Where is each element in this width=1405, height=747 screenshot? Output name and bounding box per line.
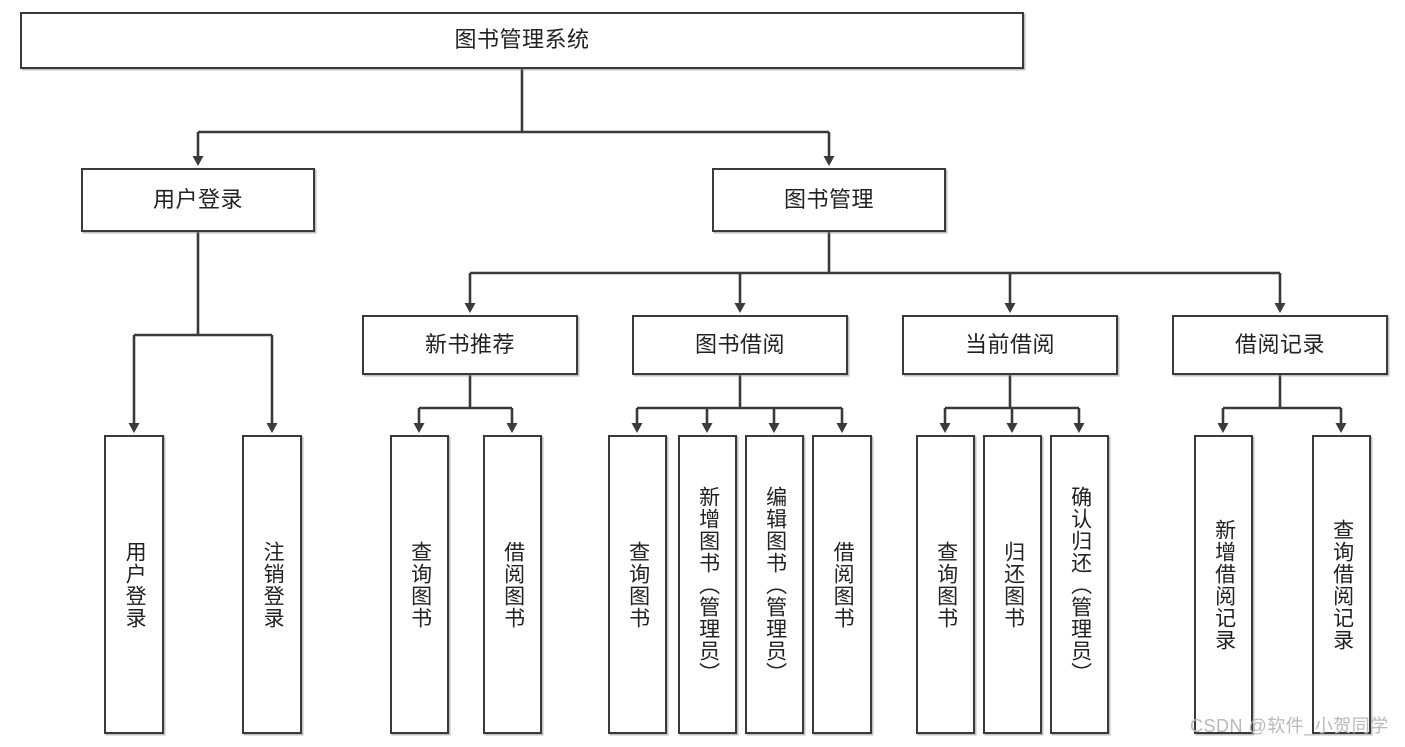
node-new-book-recommend[interactable]: 新书推荐	[362, 315, 578, 375]
node-leaf-query-borrow-record[interactable]: 查询借阅记录	[1312, 435, 1371, 734]
node-leaf-user-login[interactable]: 用户登录	[104, 435, 164, 734]
node-label: 新增图书（管理员）	[696, 485, 720, 684]
node-leaf-query-book-3[interactable]: 查询图书	[916, 435, 975, 734]
node-label: 图书管理	[783, 186, 874, 212]
node-label: 图书管理系统	[454, 27, 590, 53]
node-book-manage[interactable]: 图书管理	[712, 168, 946, 232]
node-label: 编辑图书（管理员）	[763, 485, 787, 684]
node-label: 查询图书	[626, 540, 650, 629]
node-leaf-return-book[interactable]: 归还图书	[983, 435, 1042, 734]
node-label: 图书借阅	[694, 331, 785, 357]
node-leaf-confirm-return-admin[interactable]: 确认归还（管理员）	[1050, 435, 1109, 734]
node-label: 新书推荐	[424, 331, 515, 357]
node-label: 查询图书	[408, 540, 432, 629]
node-root[interactable]: 图书管理系统	[20, 12, 1024, 69]
node-leaf-logout-login[interactable]: 注销登录	[242, 435, 302, 734]
node-label: 用户登录	[152, 186, 243, 212]
node-label: 注销登录	[261, 540, 285, 629]
watermark: CSDN @软件_小贺同学	[1190, 716, 1389, 736]
node-label: 查询借阅记录	[1330, 518, 1354, 651]
node-leaf-borrow-book-2[interactable]: 借阅图书	[812, 435, 872, 734]
node-user-login[interactable]: 用户登录	[81, 168, 315, 232]
node-book-borrow[interactable]: 图书借阅	[632, 315, 848, 375]
node-borrow-record[interactable]: 借阅记录	[1172, 315, 1388, 375]
node-label: 借阅记录	[1234, 331, 1325, 357]
node-leaf-add-book-admin[interactable]: 新增图书（管理员）	[678, 435, 737, 734]
node-label: 借阅图书	[831, 540, 855, 629]
node-label: 用户登录	[123, 540, 147, 629]
node-leaf-borrow-book-1[interactable]: 借阅图书	[483, 435, 542, 734]
node-label: 归还图书	[1001, 540, 1025, 629]
node-leaf-edit-book-admin[interactable]: 编辑图书（管理员）	[745, 435, 804, 734]
node-label: 当前借阅	[964, 331, 1055, 357]
node-leaf-add-borrow-record[interactable]: 新增借阅记录	[1194, 435, 1253, 734]
node-label: 查询图书	[934, 540, 958, 629]
node-leaf-query-book-2[interactable]: 查询图书	[608, 435, 667, 734]
node-leaf-query-book-1[interactable]: 查询图书	[390, 435, 449, 734]
node-label: 借阅图书	[501, 540, 525, 629]
node-current-borrow[interactable]: 当前借阅	[902, 315, 1118, 375]
node-label: 确认归还（管理员）	[1068, 485, 1092, 684]
node-label: 新增借阅记录	[1212, 518, 1236, 651]
